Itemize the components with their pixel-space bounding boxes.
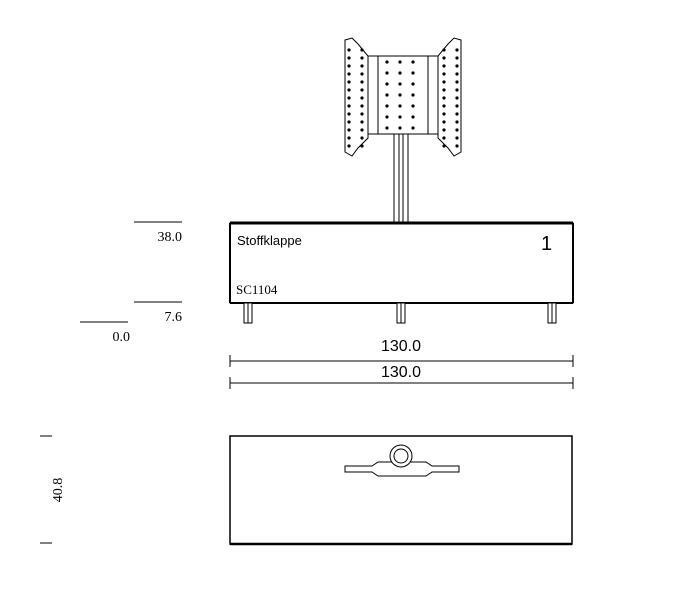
bracket-hole [442,136,446,140]
bracket-hole [360,136,364,140]
bracket-hole [411,126,415,130]
bracket-hole [455,104,459,108]
bracket-hole [442,80,446,84]
bracket-hole [360,56,364,60]
bracket-hole [385,82,389,86]
height-label-bottom: 0.0 [113,330,131,345]
bracket-hole [398,115,402,119]
cabinet-number-label: 1 [541,233,552,255]
bracket-hole [347,56,351,60]
bracket-hole [442,144,446,148]
bracket-hole [411,104,415,108]
mount-plate [344,461,460,477]
bracket-hole [385,93,389,97]
bracket-hole [411,93,415,97]
bracket-hole [411,71,415,75]
bracket-hole [455,56,459,60]
bracket-hole [455,128,459,132]
bracket-holes [347,48,459,148]
bracket-hole [347,104,351,108]
bracket-hole [347,88,351,92]
bracket-hole [347,128,351,132]
bracket-hole [411,82,415,86]
bracket-hole [442,72,446,76]
top-view-mount [344,444,460,477]
width-label-2: 130.0 [381,364,421,381]
width-dimension-2 [229,377,574,389]
bracket-hole [360,128,364,132]
bracket-hole [360,120,364,124]
bracket-hole [442,88,446,92]
bracket-hole [455,80,459,84]
bracket-hole [455,72,459,76]
bracket-hole [347,72,351,76]
bracket-hole [411,115,415,119]
bracket-hole [398,82,402,86]
bracket-hole [442,64,446,68]
bracket-hole [360,104,364,108]
bracket-hole [385,71,389,75]
support-pole [393,133,409,223]
bracket-hole [442,104,446,108]
bracket-hole [455,88,459,92]
bracket-hole [455,120,459,124]
cabinet-code-label: SC1104 [236,282,278,297]
bracket-hole [455,48,459,52]
depth-scale [40,435,52,544]
bracket-hole [385,126,389,130]
bracket-hole [455,144,459,148]
bracket-hole [442,96,446,100]
bracket-hole [442,128,446,132]
width-label-1: 130.0 [381,338,421,355]
bracket-hole [442,120,446,124]
bracket-hole [442,48,446,52]
cabinet-top-view [229,435,573,546]
bracket-hole [347,120,351,124]
cabinet-front-view: Stoffklappe SC1104 1 [229,221,574,324]
bracket-hole [411,60,415,64]
bracket-hole [442,112,446,116]
pole-ring-inner [393,448,409,464]
bracket-hole [347,64,351,68]
bracket-hole [347,80,351,84]
bracket-hole [385,115,389,119]
height-scale [80,221,182,323]
bracket-hole [455,96,459,100]
height-label-top: 38.0 [158,230,183,245]
cabinet-feet [243,302,557,324]
bracket-center-plate [367,55,439,135]
bracket-hole [360,72,364,76]
bracket-hole [360,80,364,84]
bracket-hole [347,96,351,100]
bracket-hole [360,64,364,68]
bracket-hole [385,104,389,108]
bracket-hole [360,48,364,52]
bracket-hole [455,136,459,140]
bracket-hole [360,96,364,100]
bracket-hole [455,64,459,68]
bracket-hole [347,48,351,52]
bracket-hole [347,112,351,116]
bracket-hole [347,144,351,148]
height-label-mid: 7.6 [165,310,183,325]
bracket-hole [360,144,364,148]
bracket-hole [398,60,402,64]
bracket-hole [398,71,402,75]
width-dimension-1 [229,355,574,367]
bracket-hole [360,112,364,116]
bracket-hole [360,88,364,92]
bracket-hole [398,93,402,97]
bracket-hole [455,112,459,116]
bracket-hole [442,56,446,60]
bracket-hole [398,104,402,108]
cabinet-name-label: Stoffklappe [237,233,302,248]
bracket-hole [385,60,389,64]
bracket-hole [347,136,351,140]
bracket-hole [398,126,402,130]
depth-label: 40.8 [51,478,66,503]
